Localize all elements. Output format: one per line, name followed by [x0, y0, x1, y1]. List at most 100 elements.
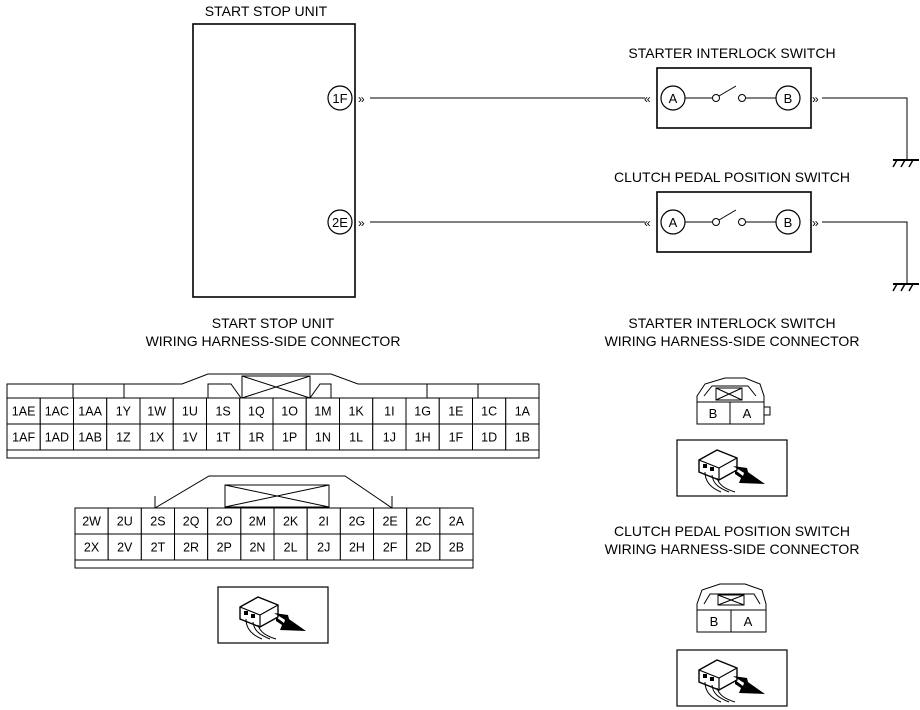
unit-connector-2-pin-label: 2I: [319, 515, 329, 529]
unit-connector-2-cell: [373, 507, 408, 535]
unit-connector-1-pin-label: 1Y: [116, 405, 132, 419]
start-stop-unit-box: [192, 23, 356, 298]
unit-title: START STOP UNIT: [205, 3, 328, 19]
switch-contact-icon: [685, 85, 776, 102]
unit-connector-2-cell: [439, 507, 474, 535]
unit-connector-1-cell: [405, 423, 440, 451]
unit-connector-1-cell: [6, 397, 41, 425]
unit-connector-2-pin-label: 2V: [117, 541, 133, 555]
unit-connector-2-pin-label: 2C: [415, 515, 431, 529]
clutch-connector-title-2: WIRING HARNESS-SIDE CONNECTOR: [605, 541, 860, 557]
unit-connector-1-pin-label: 1AA: [78, 405, 102, 419]
unit-connector-2-pin-label: 2H: [349, 541, 365, 555]
unit-connector-2-pin-label: 2E: [382, 515, 397, 529]
terminal-2e-label: 2E: [332, 215, 348, 230]
unit-connector-1-cell: [106, 423, 141, 451]
unit-connector-2-cell: [140, 507, 176, 535]
unit-connector-2-pin-label: 2K: [283, 515, 299, 529]
unit-connector-1-pin-label: 1C: [481, 405, 497, 419]
unit-connector-2-pin-label: 2B: [449, 541, 464, 555]
starter-connector-pin-a: A: [743, 406, 752, 421]
switch-contact-icon: [685, 209, 776, 226]
unit-connector-2-pin-label: 2D: [415, 541, 431, 555]
unit-connector-2-pin-label: 2P: [217, 541, 232, 555]
unit-connector-2-cell: [439, 533, 474, 561]
unit-connector-title-2: WIRING HARNESS-SIDE CONNECTOR: [146, 333, 401, 349]
unit-connector-2-pin-label: 2M: [249, 515, 266, 529]
unit-connector-2-cell: [174, 533, 209, 561]
svg-text:»: »: [358, 92, 365, 106]
unit-connector-2-pin-label: 2L: [284, 541, 298, 555]
unit-connector-1-pin-label: 1O: [281, 405, 298, 419]
ground-icon: [892, 159, 919, 168]
unit-connector-1-pin-label: 1G: [414, 405, 431, 419]
clutch-connector-pin-a: A: [744, 614, 753, 629]
starter-connector-title-1: STARTER INTERLOCK SWITCH: [628, 315, 835, 331]
svg-text:«: «: [644, 92, 651, 106]
unit-connector-2-pin-label: 2S: [150, 515, 165, 529]
unit-connector-2-pin-label: 2N: [249, 541, 265, 555]
unit-connector-1-cell: [372, 423, 407, 451]
unit-connector-1-cell: [172, 397, 207, 425]
unit-connector-2-pin-label: 2X: [84, 541, 100, 555]
unit-connector-1-pin-label: 1A: [515, 405, 531, 419]
starter-pin-b: B: [784, 91, 793, 106]
unit-connector-1-cell: [239, 423, 274, 451]
unit-connector-2-pin-label: 2Q: [183, 515, 200, 529]
unit-connector-1-pin-label: 1AF: [12, 431, 35, 445]
unit-connector-2-pin-label: 2A: [449, 515, 465, 529]
starter-pin-a: A: [669, 91, 678, 106]
unit-connector-1-cell: [6, 423, 41, 451]
unit-connector-2-pin-label: 2G: [349, 515, 366, 529]
svg-text:»: »: [812, 216, 819, 230]
unit-connector-1-pin-label: 1U: [182, 405, 198, 419]
starter-interlock-switch: « A B »: [644, 67, 819, 129]
unit-connector-1-cell: [73, 423, 108, 451]
unit-connector-2-cell: [240, 533, 275, 561]
unit-connector-1-pin-label: 1R: [248, 431, 264, 445]
unit-connector-1-pin-label: 1AE: [12, 405, 36, 419]
starter-connector: B A: [696, 377, 771, 425]
unit-connector-1-pin-label: 1S: [215, 405, 230, 419]
unit-connector-1-pin-label: 1T: [216, 431, 231, 445]
starter-connector-title-2: WIRING HARNESS-SIDE CONNECTOR: [605, 333, 860, 349]
unit-connector-2-pin-label: 2J: [317, 541, 330, 555]
clutch-pedal-switch: « A B »: [644, 191, 819, 253]
starter-switch-title: STARTER INTERLOCK SWITCH: [628, 45, 835, 61]
unit-connector-1-cell: [472, 397, 507, 425]
clutch-connector-title-1: CLUTCH PEDAL POSITION SWITCH: [614, 523, 850, 539]
unit-connector-1-pin-label: 1Z: [116, 431, 131, 445]
unit-connector-1-cell: [472, 423, 507, 451]
unit-connector-1-pin-label: 1H: [415, 431, 431, 445]
unit-connector-1-pin-label: 1W: [147, 405, 166, 419]
unit-connector-title-1: START STOP UNIT: [212, 315, 335, 331]
unit-connector-1-cell: [505, 423, 540, 451]
unit-connector-1-cell: [372, 397, 407, 425]
unit-connector-2-cell: [74, 533, 109, 561]
unit-connector-1-cell: [438, 423, 473, 451]
unit-connector-2-cell: [107, 507, 142, 535]
ground-icon: [892, 283, 919, 292]
unit-connector-1-pin-label: 1M: [314, 405, 331, 419]
unit-connector-1-pin-label: 1L: [349, 431, 363, 445]
terminal-1f-label: 1F: [332, 91, 347, 106]
connector-view-icon: [676, 439, 788, 497]
unit-connector-1-cell: [206, 423, 241, 451]
unit-connector-1-pin-label: 1X: [149, 431, 165, 445]
terminal-2e: 2E »: [327, 209, 365, 235]
unit-connector-1-pin-label: 1B: [515, 431, 530, 445]
unit-connector-1-pin-label: 1AC: [45, 405, 69, 419]
unit-connector-2-pin-label: 2U: [117, 515, 133, 529]
clutch-switch-title: CLUTCH PEDAL POSITION SWITCH: [614, 169, 850, 185]
unit-connector-2-cell: [107, 533, 142, 561]
unit-connector-2-pin-label: 2R: [183, 541, 199, 555]
unit-connector-2-cell: [207, 533, 242, 561]
unit-connector-2-pin-label: 2O: [216, 515, 233, 529]
unit-connector-1-cell: [505, 397, 540, 425]
unit-connector-1-pin-label: 1N: [315, 431, 331, 445]
unit-connector-1-pin-label: 1V: [182, 431, 198, 445]
unit-connector-1-cell: [39, 423, 74, 451]
svg-text:»: »: [812, 92, 819, 106]
connector-view-icon: [676, 649, 788, 707]
